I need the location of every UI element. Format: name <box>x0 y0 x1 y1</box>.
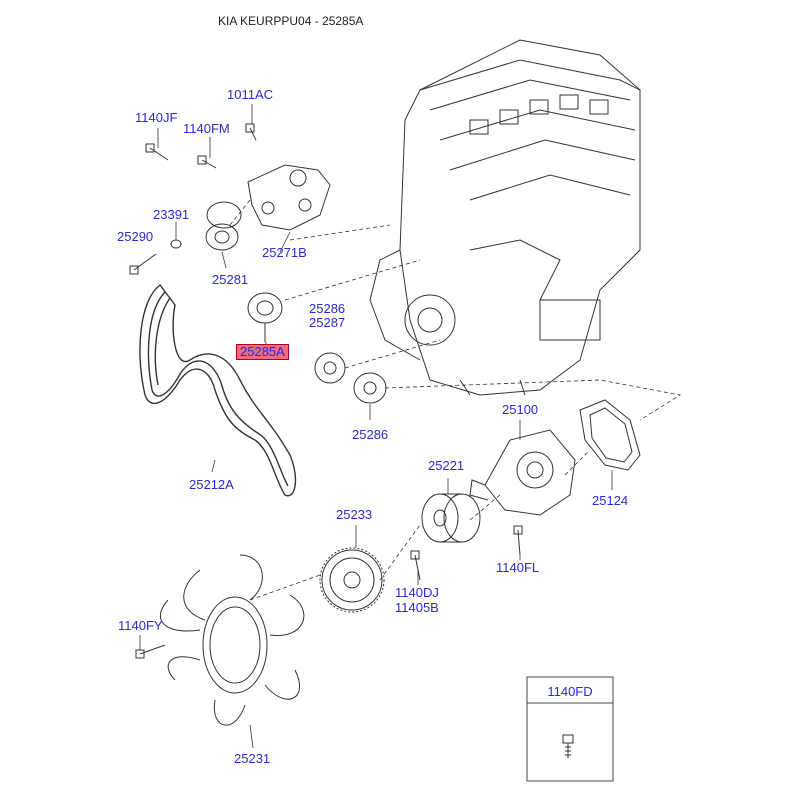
label-leaders <box>139 104 613 749</box>
tensioner-pulley-drawing <box>205 201 242 251</box>
inset-bolt-drawing <box>562 734 574 758</box>
part-label-1140FL[interactable]: 1140FL <box>496 560 540 575</box>
part-label-1140FY[interactable]: 1140FY <box>118 618 163 633</box>
part-label-25271B[interactable]: 25271B <box>262 245 307 260</box>
part-label-1140FM[interactable]: 1140FM <box>183 121 230 136</box>
engine-block-drawing <box>369 39 641 396</box>
part-label-1140FD[interactable]: 1140FD <box>547 684 593 699</box>
part-label-11405B[interactable]: 11405B <box>395 600 439 615</box>
part-label-25287[interactable]: 25287 <box>309 315 346 330</box>
part-label-25286-upper[interactable]: 25286 <box>309 301 346 316</box>
drive-belt-drawing <box>139 284 297 497</box>
part-label-25285A-highlighted[interactable]: 25285A <box>236 344 289 360</box>
part-label-25124[interactable]: 25124 <box>592 493 629 508</box>
bolts-drawing <box>129 123 257 275</box>
part-label-25212A[interactable]: 25212A <box>189 477 234 492</box>
lower-bolts-drawing <box>135 525 523 659</box>
part-label-25221[interactable]: 25221 <box>428 458 465 473</box>
inset-box <box>526 676 614 782</box>
part-label-1140DJ[interactable]: 1140DJ <box>395 585 439 600</box>
idler-pulley-highlighted-drawing <box>247 292 283 342</box>
diagram-title: KIA KEURPPU04 - 25285A <box>218 14 364 28</box>
gasket-drawing <box>579 399 641 471</box>
part-label-25290[interactable]: 25290 <box>117 229 154 244</box>
cooling-fan-drawing <box>159 554 305 726</box>
part-label-1140JF[interactable]: 1140JF <box>135 110 178 125</box>
part-label-25281[interactable]: 25281 <box>212 272 249 287</box>
tensioner-bracket-drawing <box>247 164 331 231</box>
part-label-1011AC[interactable]: 1011AC <box>227 87 274 102</box>
part-label-25233[interactable]: 25233 <box>336 507 373 522</box>
water-pump-drawing <box>469 429 576 516</box>
part-label-25286-lower[interactable]: 25286 <box>352 427 389 442</box>
fan-clutch-drawing <box>319 547 385 613</box>
idler-pulleys-drawing <box>314 352 387 404</box>
leader-lines <box>229 199 682 601</box>
part-label-25100[interactable]: 25100 <box>502 402 539 417</box>
part-label-23391[interactable]: 23391 <box>153 207 190 222</box>
pump-pulley-drawing <box>421 493 481 543</box>
part-label-25231[interactable]: 25231 <box>234 751 271 766</box>
